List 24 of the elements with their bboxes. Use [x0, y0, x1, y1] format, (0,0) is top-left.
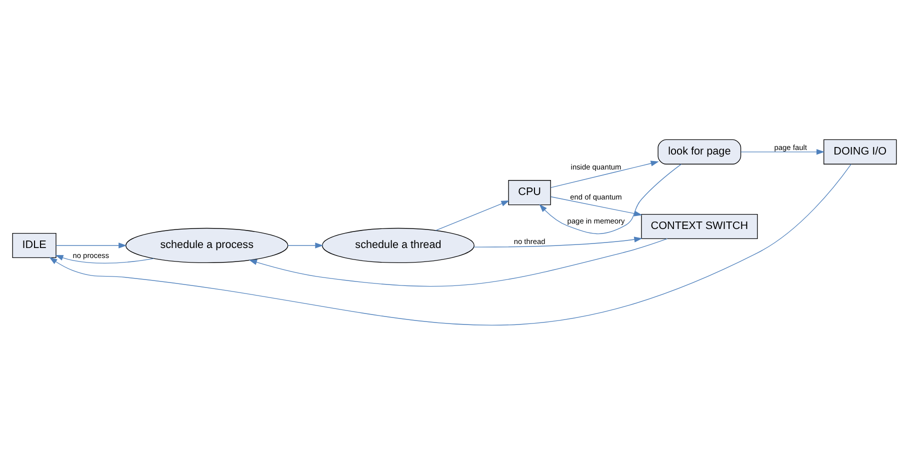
arrow: [248, 238, 668, 286]
node-box: CPU: [508, 180, 551, 205]
edge-label: no thread: [514, 236, 546, 246]
edge-label: inside quantum: [570, 162, 622, 171]
node-box: DOING I/O: [824, 138, 897, 164]
node-ellipse: schedule a thread: [322, 227, 474, 263]
arrow: [56, 242, 127, 248]
edge-label: page fault: [774, 142, 807, 152]
node-box: CONTEXT SWITCH: [641, 213, 758, 239]
arrow: [539, 163, 682, 234]
arrow: [288, 242, 324, 248]
node-ellipse: schedule a process: [126, 227, 288, 263]
arrow: [550, 160, 659, 188]
arrow: [49, 163, 852, 325]
edge-label: no process: [72, 250, 110, 260]
arrow: [473, 236, 642, 247]
edge-label: end of quantum: [570, 192, 622, 201]
node-box: look for page: [658, 138, 742, 164]
node-box: IDLE: [12, 232, 56, 258]
arrow: [55, 254, 154, 263]
arrow: [435, 200, 510, 230]
arrow: [740, 148, 825, 154]
edge-label: page in memeory: [567, 216, 625, 226]
arrow: [550, 196, 642, 216]
